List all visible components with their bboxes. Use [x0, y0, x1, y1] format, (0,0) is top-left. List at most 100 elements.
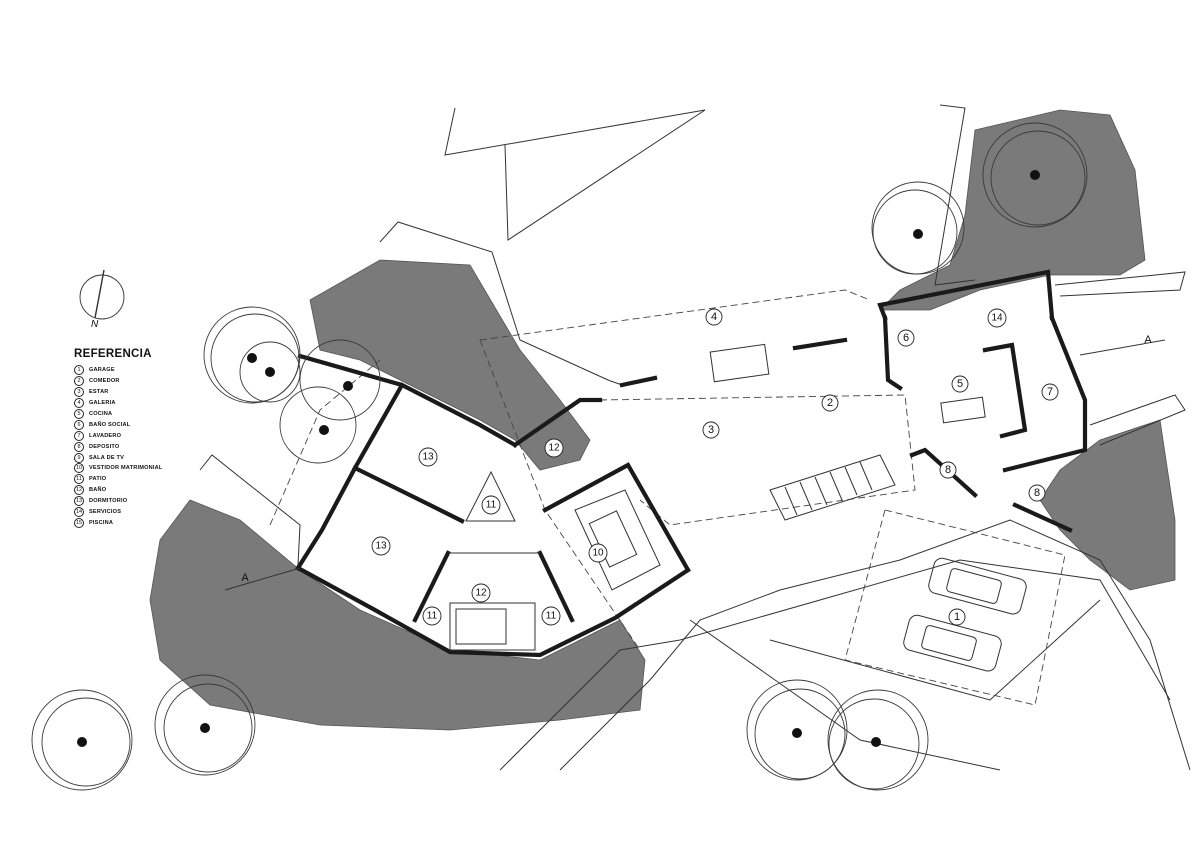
legend-number: 12	[74, 485, 84, 496]
room-tag-12b: 12	[471, 583, 491, 603]
wall-gallery-front	[792, 337, 848, 351]
svg-text:4: 4	[711, 311, 717, 323]
legend-number: 4	[74, 398, 84, 409]
site-line-south-inner	[499, 559, 1171, 771]
wall-bath-south	[412, 550, 451, 623]
legend-number: 8	[74, 441, 84, 452]
legend-item: 13 DORMITORIO	[74, 496, 204, 507]
car-bottom	[903, 614, 1002, 672]
legend-item: 9 SALA DE TV	[74, 452, 204, 463]
legend-item: 11 PATIO	[74, 474, 204, 485]
site-line-south	[559, 519, 1191, 771]
legend-number: 7	[74, 430, 84, 441]
legend-item: 15 PISCINA	[74, 517, 204, 528]
legend-label: VESTIDOR MATRIMONIAL	[89, 465, 163, 472]
svg-text:12: 12	[475, 588, 487, 599]
room-tag-11b: 11	[422, 606, 442, 626]
svg-text:3: 3	[708, 424, 714, 436]
kitchen-counter	[940, 396, 986, 424]
svg-text:13: 13	[375, 541, 387, 552]
terrain-west	[309, 259, 591, 471]
dressing-island	[574, 489, 661, 591]
terrace-outline-east-lower	[1089, 394, 1186, 446]
legend-number: 5	[74, 409, 84, 419]
room-tag-2: 2	[821, 394, 839, 412]
legend-item: 3 ESTAR	[74, 387, 204, 398]
legend-label: COMEDOR	[89, 378, 120, 385]
svg-text:10: 10	[592, 548, 604, 559]
terrain-southwest	[149, 499, 646, 731]
site-line-north	[444, 107, 706, 241]
wall-bath-west	[512, 397, 603, 448]
wall-deposit-east	[1012, 502, 1073, 533]
site-line-northeast	[934, 104, 976, 286]
svg-text:8: 8	[945, 464, 951, 476]
legend-number: 9	[74, 452, 84, 463]
room-tag-6: 6	[897, 329, 915, 347]
legend-number: 13	[74, 496, 84, 507]
terrain-northeast	[879, 109, 1146, 311]
legend-number: 15	[74, 517, 84, 528]
legend-number: 14	[74, 507, 84, 518]
room-tag-12a: 12	[544, 438, 564, 458]
roof-line-living	[599, 394, 916, 526]
room-tag-4: 4	[705, 308, 723, 326]
room-tag-14: 14	[987, 308, 1007, 328]
legend-label: BAÑO	[89, 487, 107, 494]
roof-line-west	[269, 359, 381, 526]
room-tag-8b: 8	[1028, 484, 1046, 502]
legend-label: GALERIA	[89, 400, 116, 407]
section-mark-left-label: A	[241, 572, 249, 584]
wall-bedroom-wing-south	[295, 565, 691, 658]
wall-bath-south-2	[537, 550, 575, 623]
legend-label: GARAGE	[89, 367, 115, 374]
room-tag-5: 5	[951, 375, 969, 393]
terrace-outline-southwest	[199, 454, 301, 566]
legend-number: 6	[74, 419, 84, 430]
legend-label: SALA DE TV	[89, 454, 125, 461]
room-tag-7: 7	[1041, 383, 1059, 401]
car-top	[928, 557, 1027, 615]
svg-text:1: 1	[954, 611, 960, 623]
gallery-table	[709, 343, 770, 383]
driveway-line-2	[769, 599, 1101, 701]
wall-bedroom-wing-west	[295, 465, 358, 571]
svg-text:11: 11	[427, 611, 438, 622]
wall-bedroom-wing-north	[297, 353, 518, 448]
legend-label: PATIO	[89, 476, 107, 483]
room-tag-1: 1	[948, 608, 966, 626]
svg-text:2: 2	[827, 397, 833, 409]
legend-item: 8 DEPOSITO	[74, 441, 204, 452]
svg-text:13: 13	[422, 452, 434, 463]
legend-number: 1	[74, 365, 84, 376]
wall-service-east	[1002, 315, 1088, 473]
spa-inner	[455, 608, 507, 645]
wall-dressing	[542, 462, 691, 573]
spa-outline	[449, 602, 536, 651]
legend-label: PISCINA	[89, 519, 114, 526]
room-tag-3: 3	[702, 421, 720, 439]
section-mark-right: A	[1079, 334, 1166, 356]
room-tag-13b: 13	[371, 536, 391, 556]
legend-label: DORMITORIO	[89, 498, 128, 505]
legend-item: 12 BAÑO	[74, 485, 204, 496]
svg-text:5: 5	[957, 378, 963, 390]
legend-item: 1 GARAGE	[74, 365, 204, 376]
legend-number: 11	[74, 474, 84, 485]
wall-service-north	[877, 269, 1055, 321]
section-mark-right-label: A	[1144, 334, 1152, 346]
terrace-outline-west	[379, 221, 623, 386]
legend-label: DEPOSITO	[89, 443, 120, 450]
legend-label: ESTAR	[89, 389, 109, 396]
wall-kitchen-inner	[982, 342, 1028, 439]
legend-number: 3	[74, 387, 84, 398]
room-tags: 1 2 3 4 5 6 7 8 8 10 11 11 11 12 12 13 1…	[371, 308, 1059, 626]
svg-text:8: 8	[1034, 487, 1040, 499]
wall-bedroom-wing-inner	[352, 382, 465, 524]
